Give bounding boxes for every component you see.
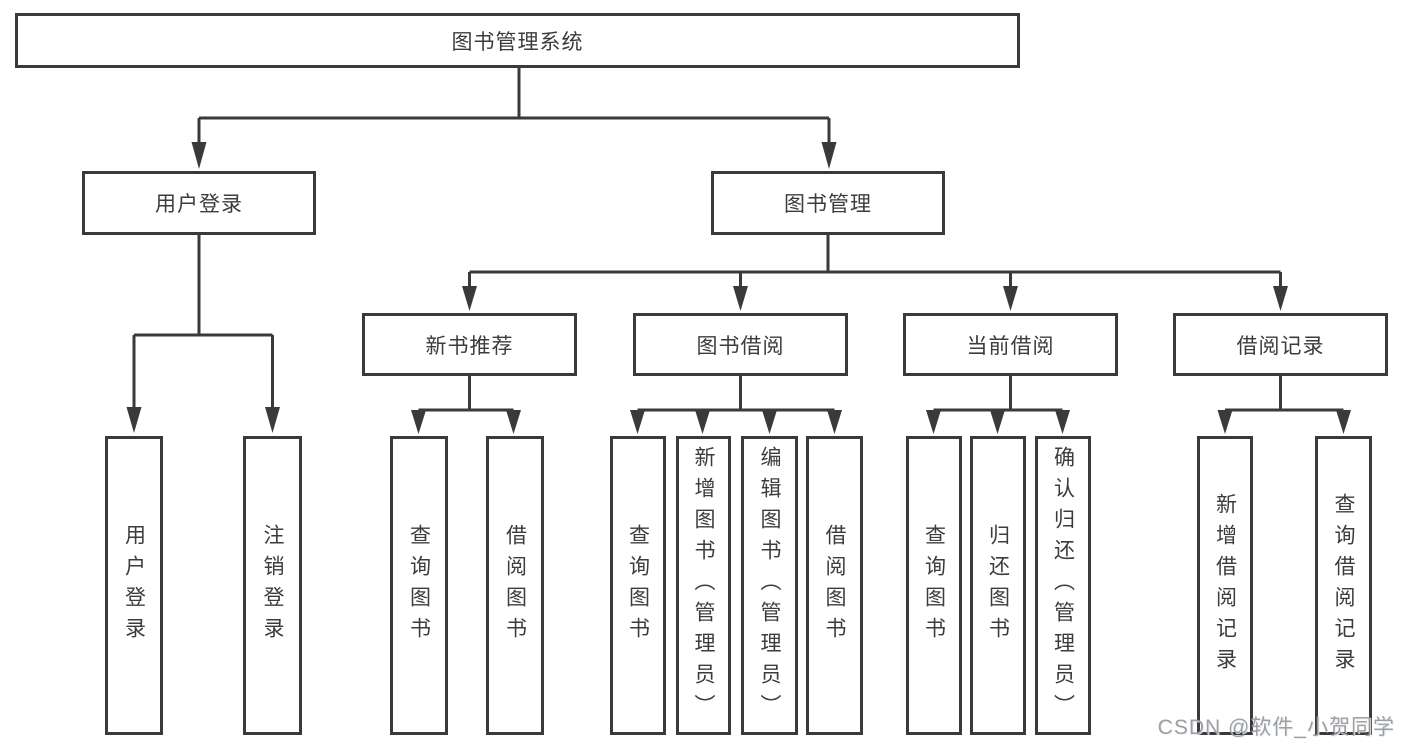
node-borrow-records-label: 借阅记录	[1236, 334, 1325, 358]
leaf-query-books-current: 查询图书	[906, 436, 962, 735]
node-current-borrow: 当前借阅	[903, 313, 1118, 376]
node-new-book-recommend: 新书推荐	[362, 313, 577, 376]
leaf-user-login: 用户登录	[105, 436, 163, 735]
leaf-confirm-return-admin-label: 确认归还（管理员）	[1051, 446, 1075, 725]
leaf-borrow-books-borrow: 借阅图书	[806, 436, 863, 735]
leaf-return-book: 归还图书	[970, 436, 1026, 735]
node-current-borrow-label: 当前借阅	[966, 334, 1055, 358]
leaf-confirm-return-admin: 确认归还（管理员）	[1035, 436, 1091, 735]
node-book-borrow: 图书借阅	[633, 313, 848, 376]
leaf-query-borrow-record: 查询借阅记录	[1315, 436, 1372, 735]
leaf-user-login-label: 用户登录	[122, 523, 146, 648]
node-root-label: 图书管理系统	[451, 30, 584, 54]
node-book-management: 图书管理	[711, 171, 945, 235]
leaf-query-borrow-record-label: 查询借阅记录	[1332, 492, 1355, 679]
leaf-add-book-admin: 新增图书（管理员）	[676, 436, 731, 735]
node-book-borrow-label: 图书借阅	[696, 334, 785, 358]
leaf-edit-book-admin-label: 编辑图书（管理员）	[758, 446, 781, 725]
node-borrow-records: 借阅记录	[1173, 313, 1388, 376]
leaf-add-book-admin-label: 新增图书（管理员）	[692, 446, 715, 725]
leaf-add-borrow-record-label: 新增借阅记录	[1213, 492, 1237, 679]
node-book-management-label: 图书管理	[784, 193, 872, 216]
leaf-query-books-borrow-label: 查询图书	[626, 523, 650, 648]
leaf-query-books-current-label: 查询图书	[922, 523, 946, 648]
node-new-book-recommend-label: 新书推荐	[425, 334, 514, 358]
leaf-borrow-books-recommend-label: 借阅图书	[503, 523, 527, 648]
leaf-logout-login: 注销登录	[243, 436, 302, 735]
node-user-login-label: 用户登录	[155, 193, 243, 216]
leaf-query-books-recommend-label: 查询图书	[407, 523, 431, 648]
leaf-borrow-books-recommend: 借阅图书	[486, 436, 544, 735]
node-user-login: 用户登录	[82, 171, 316, 235]
leaf-edit-book-admin: 编辑图书（管理员）	[741, 436, 798, 735]
leaf-query-books-recommend: 查询图书	[390, 436, 448, 735]
leaf-query-books-borrow: 查询图书	[610, 436, 666, 735]
leaf-logout-login-label: 注销登录	[261, 523, 284, 648]
leaf-borrow-books-borrow-label: 借阅图书	[823, 523, 846, 648]
leaf-add-borrow-record: 新增借阅记录	[1197, 436, 1253, 735]
leaf-return-book-label: 归还图书	[986, 523, 1010, 648]
node-root: 图书管理系统	[15, 13, 1020, 68]
